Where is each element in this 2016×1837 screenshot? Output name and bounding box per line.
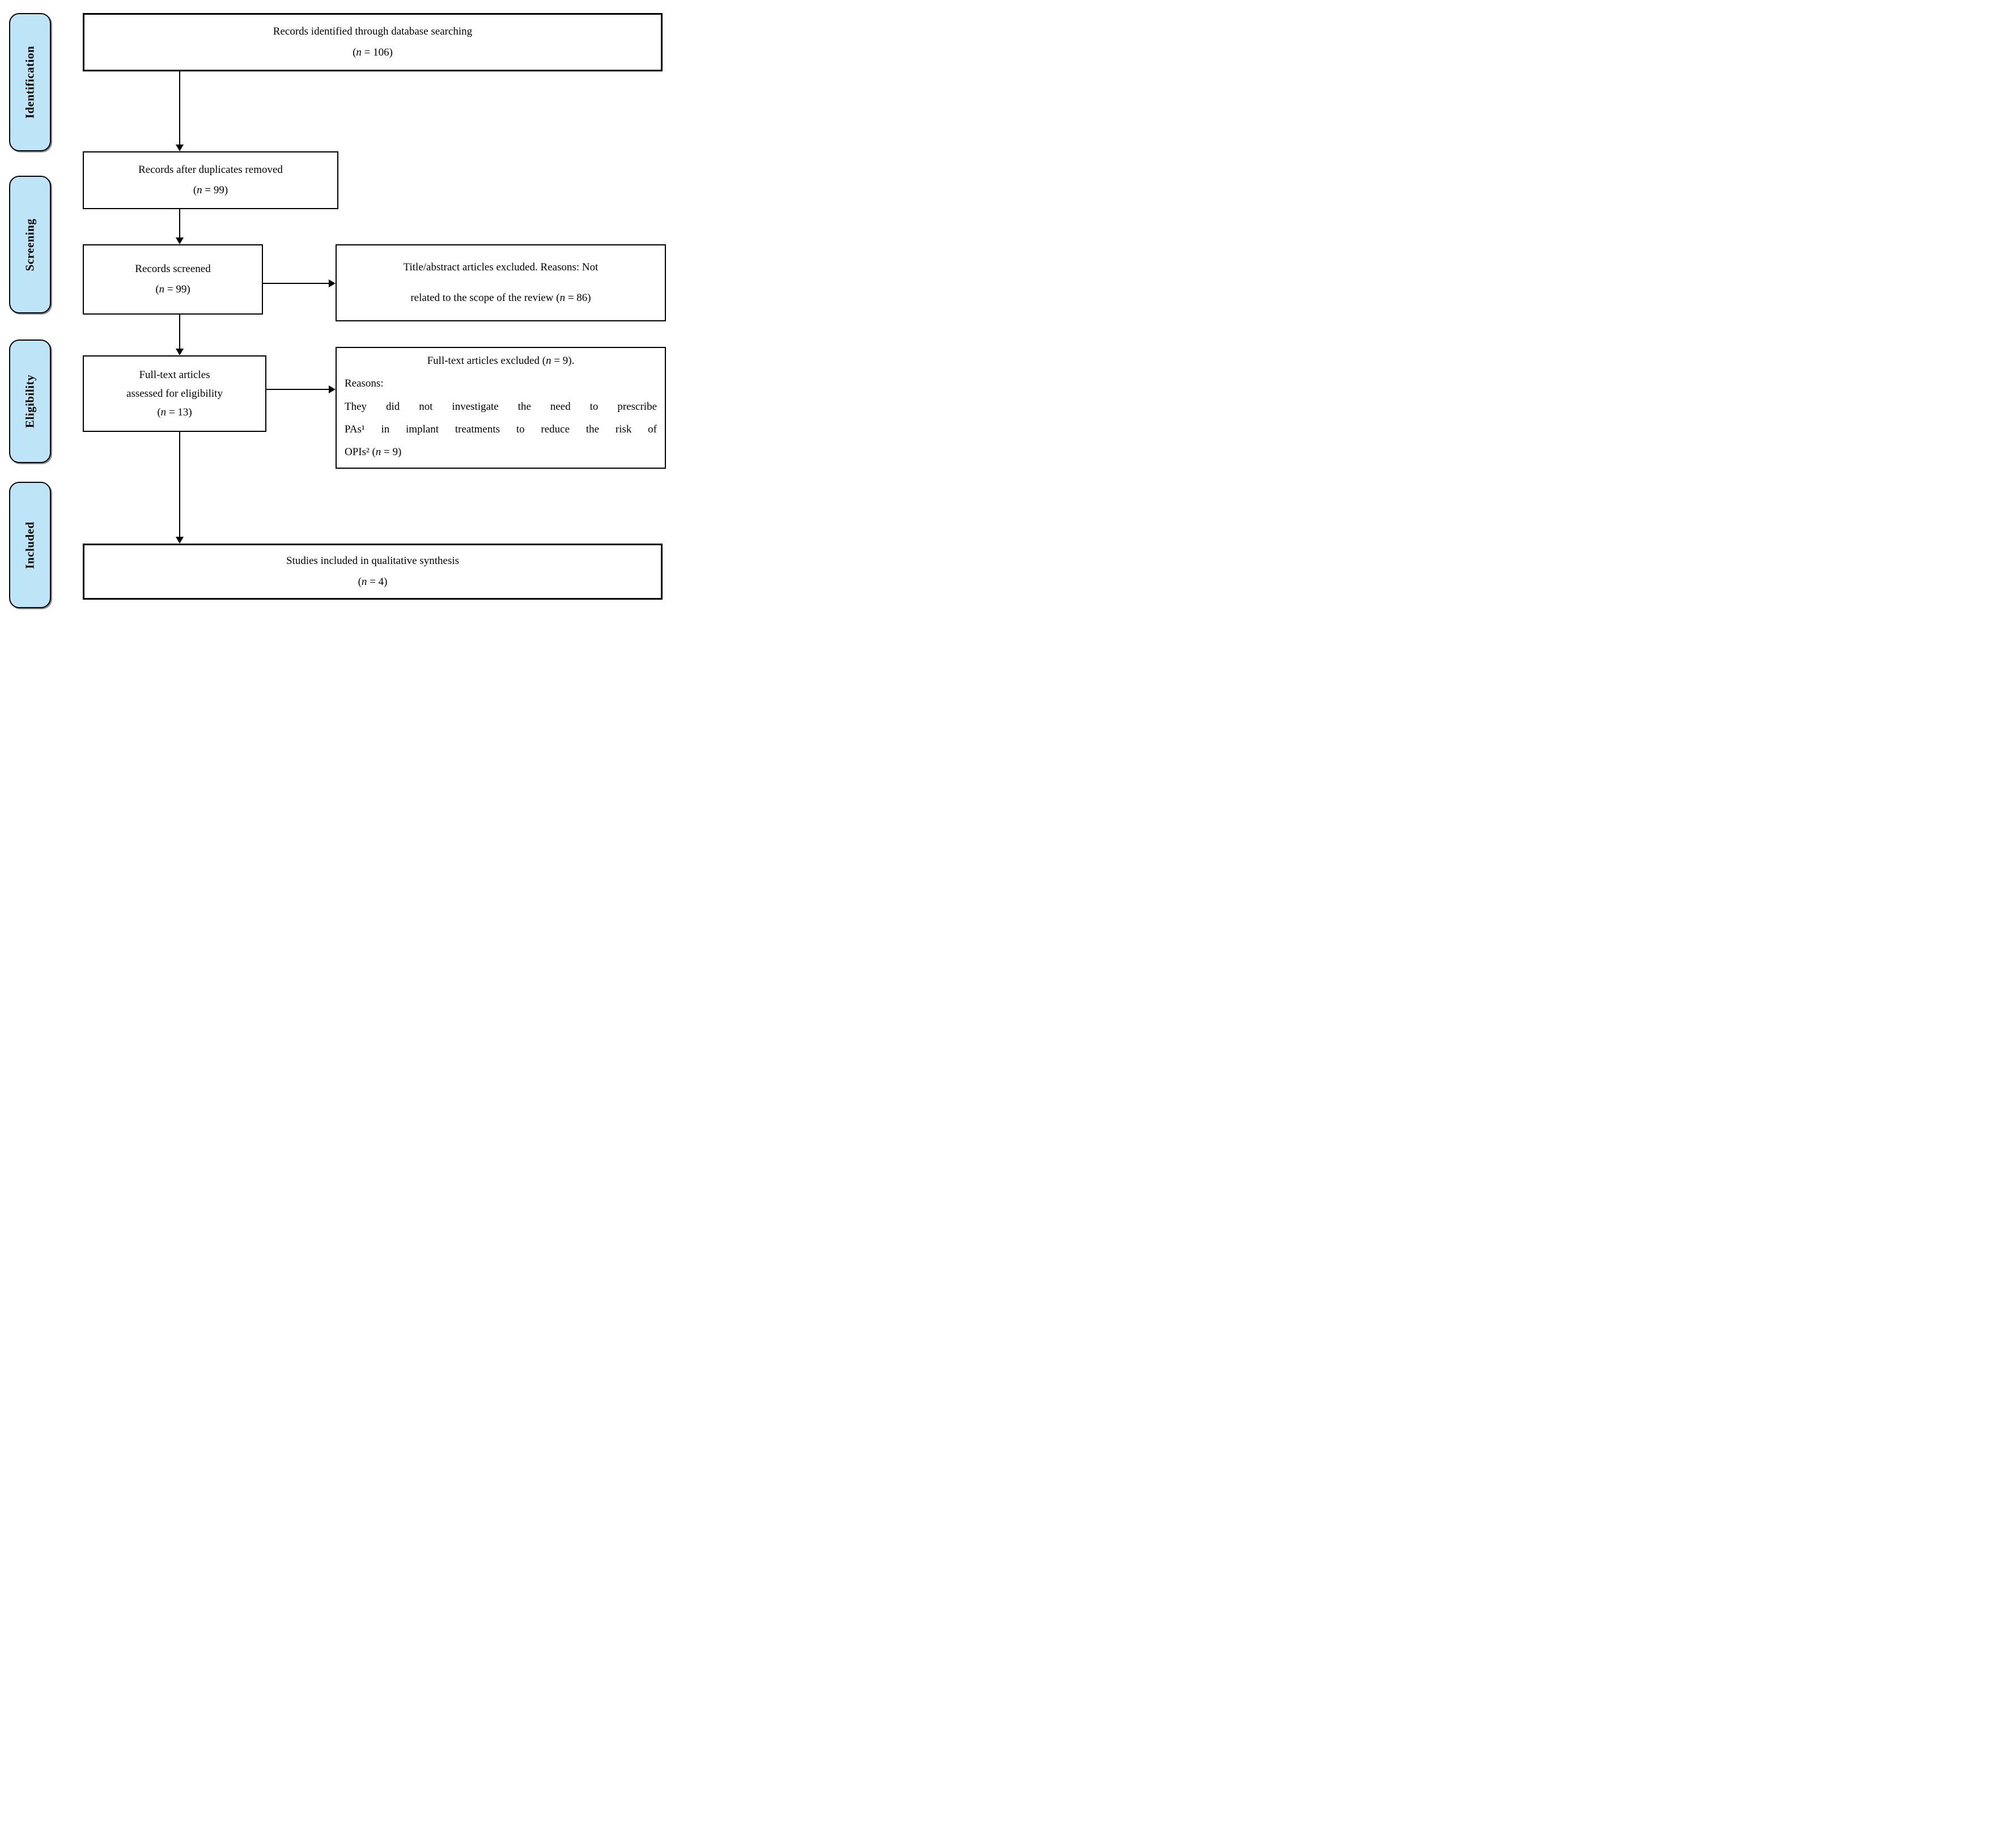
stage-identification: Identification xyxy=(9,13,51,151)
included-synthesis-text: Studies included in qualitative synthesi… xyxy=(286,555,460,567)
arrow-down-connector-fulltext-to-included xyxy=(176,432,184,544)
excluded-fulltext-title: Full-text articles excluded (n = 9). xyxy=(427,355,575,367)
stage-eligibility-label: Eligibility xyxy=(23,374,37,429)
arrow-down-connector-screened-to-fulltext xyxy=(176,315,184,355)
duplicates-removed-text: Records after duplicates removed xyxy=(138,163,283,176)
arrow-stem xyxy=(179,432,180,537)
stage-eligibility: Eligibility xyxy=(9,340,51,463)
stage-screening-label: Screening xyxy=(23,218,37,271)
prisma-flow-diagram: Identification Screening Eligibility Inc… xyxy=(0,0,672,612)
arrow-right-connector-screened-to-excluded xyxy=(263,279,336,287)
stage-included: Included xyxy=(9,482,51,608)
fulltext-assessed-text-line1: Full-text articles xyxy=(139,368,210,381)
included-synthesis-count: (n = 4) xyxy=(358,575,388,588)
stage-identification-label: Identification xyxy=(23,45,37,119)
arrow-stem xyxy=(263,283,329,284)
arrow-stem xyxy=(179,209,180,238)
arrow-right-head-icon xyxy=(329,279,336,287)
arrow-right-connector-fulltext-to-excluded xyxy=(266,385,336,393)
flow-box-excluded-title-abstract: Title/abstract articles excluded. Reason… xyxy=(336,244,666,321)
excluded-fulltext-reason-line1: They did not investigate the need to pre… xyxy=(345,400,657,413)
excluded-fulltext-reason-line2: PAs¹ in implant treatments to reduce the… xyxy=(345,423,657,435)
flow-box-duplicates-removed: Records after duplicates removed (n = 99… xyxy=(83,151,338,209)
arrow-stem xyxy=(179,315,180,349)
flow-box-records-screened: Records screened (n = 99) xyxy=(83,244,263,315)
stage-screening: Screening xyxy=(9,176,51,313)
records-screened-text: Records screened xyxy=(135,262,211,275)
flow-box-fulltext-assessed: Full-text articles assessed for eligibil… xyxy=(83,355,266,432)
arrow-down-connector-identified-to-dedup xyxy=(176,71,184,151)
excluded-title-abstract-line2: related to the scope of the review (n = … xyxy=(410,292,591,304)
duplicates-removed-count: (n = 99) xyxy=(193,184,228,196)
excluded-fulltext-reason-line3: OPIs² (n = 9) xyxy=(345,446,402,459)
arrow-down-head-icon xyxy=(176,537,184,544)
records-identified-text: Records identified through database sear… xyxy=(273,26,473,38)
flow-box-included-synthesis: Studies included in qualitative synthesi… xyxy=(83,544,663,600)
arrow-stem xyxy=(266,389,329,390)
arrow-stem xyxy=(179,71,180,145)
excluded-fulltext-reasons-label: Reasons: xyxy=(345,377,384,390)
excluded-title-abstract-line1: Title/abstract articles excluded. Reason… xyxy=(403,261,599,273)
flow-box-records-identified: Records identified through database sear… xyxy=(83,13,663,71)
records-identified-count: (n = 106) xyxy=(353,46,393,58)
arrow-down-connector-dedup-to-screened xyxy=(176,209,184,244)
arrow-down-head-icon xyxy=(176,145,184,151)
flow-box-excluded-fulltext: Full-text articles excluded (n = 9). Rea… xyxy=(336,347,666,469)
stage-included-label: Included xyxy=(23,521,37,569)
arrow-down-head-icon xyxy=(176,237,184,244)
fulltext-assessed-text-line2: assessed for eligibility xyxy=(126,387,223,400)
fulltext-assessed-count: (n = 13) xyxy=(157,406,192,419)
records-screened-count: (n = 99) xyxy=(155,283,190,295)
arrow-right-head-icon xyxy=(329,385,336,393)
arrow-down-head-icon xyxy=(176,349,184,355)
